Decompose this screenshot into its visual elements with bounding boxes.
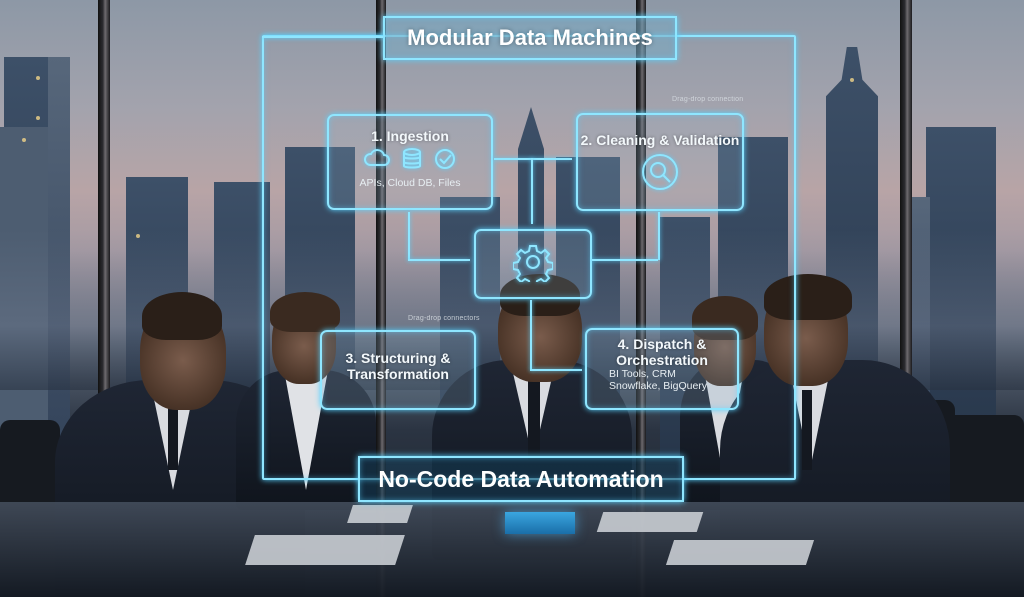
window-light	[22, 138, 26, 142]
window-light	[36, 116, 40, 120]
connector-1-gear-h	[408, 259, 470, 261]
gear-icon	[512, 242, 554, 287]
connector-to-gear	[531, 158, 533, 224]
window-frame	[636, 0, 646, 597]
node-sublabel: APIs, Cloud DB, Files	[359, 177, 461, 189]
database-icon	[402, 148, 422, 175]
window-light	[850, 78, 854, 82]
document-sheet	[665, 540, 815, 565]
node-title-line1: 3. Structuring &	[345, 350, 451, 366]
connector-2-gear-h	[592, 259, 658, 261]
diagram-title: Modular Data Machines	[383, 16, 677, 60]
diagram-footer: No-Code Data Automation	[358, 456, 684, 502]
document-sheet	[347, 505, 413, 523]
node-title: 1. Ingestion	[371, 128, 449, 144]
frame-title-link	[262, 36, 383, 38]
node-dispatch-orchestration[interactable]: 4. Dispatch & Orchestration BI Tools, CR…	[585, 328, 739, 410]
connector-1-gear-v	[408, 212, 410, 260]
tablet-device	[505, 512, 575, 534]
node-sublabel-line1: BI Tools, CRM	[609, 368, 676, 380]
window-light	[36, 76, 40, 80]
node-sublabel-line2: Snowflake, BigQuery	[609, 380, 708, 392]
node-cleaning-validation[interactable]: 2. Cleaning & Validation	[576, 113, 744, 211]
window-frame	[376, 0, 386, 597]
node-title-line2: Transformation	[347, 366, 449, 382]
connector-gear-4-h	[530, 369, 582, 371]
node-title-line2: Orchestration	[616, 352, 708, 368]
cloud-icon	[364, 148, 390, 175]
node-ingestion[interactable]: 1. Ingestion APIs, Cloud DB, Files	[327, 114, 493, 210]
node-title: 2. Cleaning & Validation	[580, 132, 740, 148]
node-processing-engine[interactable]	[474, 229, 592, 299]
connector-gear-4-v	[530, 300, 532, 370]
connector-label: Drag-drop connectors	[408, 315, 480, 322]
document-sheet	[596, 512, 704, 532]
connector-2-gear-v	[658, 212, 660, 260]
magnifier-icon	[640, 152, 680, 197]
node-title-line1: 4. Dispatch &	[617, 336, 707, 352]
document-sheet	[245, 535, 405, 565]
check-circle-icon	[434, 148, 456, 175]
connector-1-2	[494, 158, 572, 160]
connector-label: Drag-drop connection	[672, 96, 744, 103]
node-structuring-transformation[interactable]: 3. Structuring & Transformation	[320, 330, 476, 410]
